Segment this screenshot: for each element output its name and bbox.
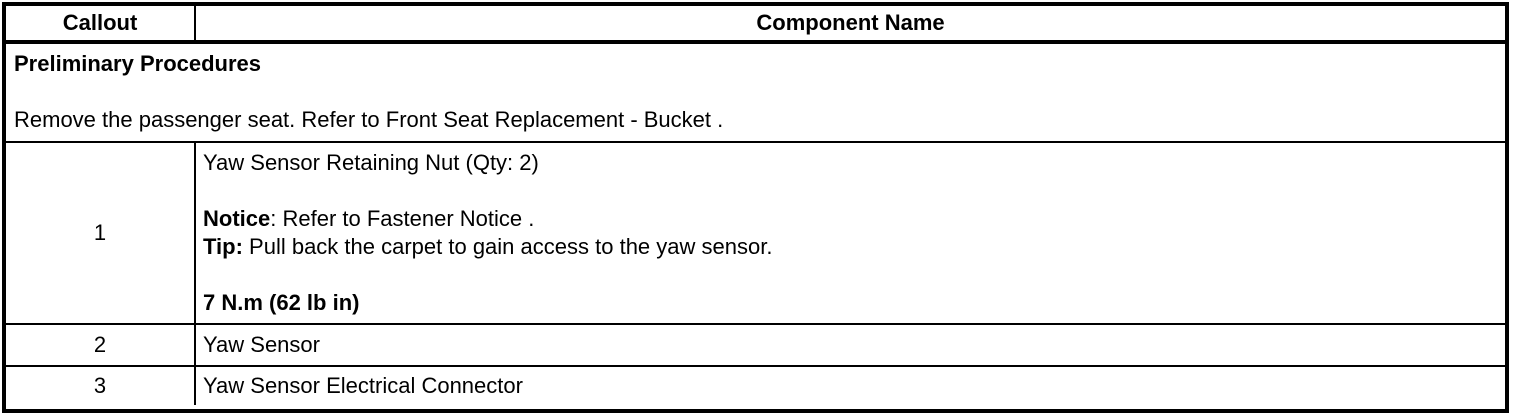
component-name-text: Yaw Sensor bbox=[203, 332, 320, 357]
callout-number: 3 bbox=[6, 367, 196, 405]
preliminary-procedures-title: Preliminary Procedures bbox=[14, 51, 262, 76]
table-row: 2 Yaw Sensor bbox=[6, 325, 1505, 367]
header-component-name: Component Name bbox=[756, 10, 945, 35]
table-header-row: Callout Component Name bbox=[6, 6, 1505, 44]
preliminary-procedures-row: Preliminary Procedures Remove the passen… bbox=[6, 44, 1505, 143]
callout-number: 1 bbox=[6, 143, 196, 323]
component-cell: Yaw Sensor Electrical Connector bbox=[196, 367, 1505, 405]
component-callout-table: Callout Component Name Preliminary Proce… bbox=[2, 2, 1509, 413]
spacer-line bbox=[203, 261, 1495, 289]
component-name-text: Yaw Sensor Retaining Nut (Qty: 2) bbox=[203, 150, 539, 175]
notice-text: : Refer to Fastener Notice . bbox=[270, 206, 535, 231]
component-cell: Yaw Sensor Retaining Nut (Qty: 2) Notice… bbox=[196, 143, 1505, 323]
component-cell: Yaw Sensor bbox=[196, 325, 1505, 365]
header-callout: Callout bbox=[6, 6, 196, 40]
spacer-line bbox=[203, 177, 1495, 205]
spacer-line bbox=[14, 78, 1495, 106]
notice-label: Notice bbox=[203, 206, 271, 231]
component-name-text: Yaw Sensor Electrical Connector bbox=[203, 373, 523, 398]
tip-label: Tip: bbox=[203, 234, 243, 259]
callout-number: 2 bbox=[6, 325, 196, 365]
tip-text: Pull back the carpet to gain access to t… bbox=[242, 234, 773, 259]
preliminary-instruction-text: Remove the passenger seat. Refer to Fron… bbox=[14, 107, 724, 132]
table-row: 3 Yaw Sensor Electrical Connector bbox=[6, 367, 1505, 405]
tip-line: Tip: Pull back the carpet to gain access… bbox=[203, 233, 1495, 261]
torque-spec: 7 N.m (62 lb in) bbox=[203, 290, 360, 315]
table-row: 1 Yaw Sensor Retaining Nut (Qty: 2) Noti… bbox=[6, 143, 1505, 325]
notice-line: Notice: Refer to Fastener Notice . bbox=[203, 205, 1495, 233]
